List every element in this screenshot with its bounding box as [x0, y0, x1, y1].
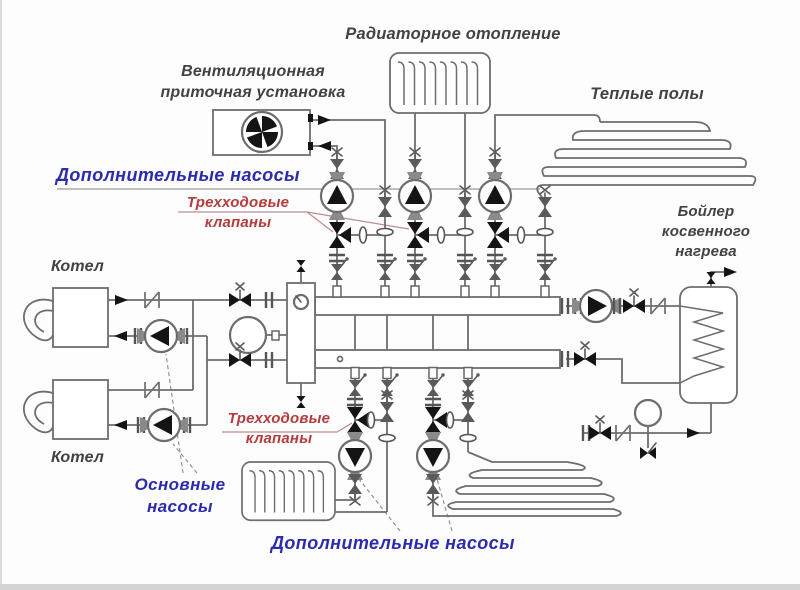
boiler-2-symbol: [22, 379, 109, 440]
label-indirect-boiler: Бойлер косвенного нагрева: [661, 203, 751, 260]
additional-pump-floor-icon: [477, 170, 513, 222]
expansion-tank-small-icon: [633, 398, 663, 428]
left-edge-band: [0, 0, 2, 584]
indirect-boiler-symbol: [679, 286, 738, 404]
three-way-valve-icon: [407, 222, 429, 248]
flow-arrow-icon: [115, 295, 128, 305]
cold-water-arrow-icon: [687, 428, 700, 438]
dhw-outlet-arrow-icon: [724, 267, 737, 277]
top-circuits-fittings: [318, 115, 558, 281]
three-way-valve-icon: [329, 222, 351, 248]
three-way-valve-icon: [347, 407, 369, 433]
expansion-tank-icon: [228, 315, 268, 355]
label-radiator-heating: Радиаторное отопление: [345, 25, 561, 43]
label-boiler-1: Котел: [51, 258, 105, 275]
label-three-way-valves-top: Трехходовые клапаны: [186, 194, 290, 231]
label-pointer-lines: [57, 188, 540, 532]
label-ventilation-unit: Вентиляционная приточная установка: [160, 63, 346, 102]
ventilation-unit-symbol: [212, 109, 313, 156]
shutoff-valve-icon: [588, 415, 612, 441]
label-warm-floors: Теплые полы: [590, 85, 704, 103]
dhw-coil-icon: [679, 305, 726, 384]
flow-arrow-icon: [114, 331, 127, 341]
shutoff-valve-icon: [622, 288, 646, 314]
dhw-pump-icon: [570, 288, 622, 324]
additional-pump-floor2-icon: [415, 430, 451, 482]
additional-pump-radiator-icon: [397, 170, 433, 222]
additional-pump-radiator2-icon: [337, 430, 373, 482]
shutoff-valve-icon: [573, 341, 597, 367]
label-main-pumps: Основные насосы: [134, 475, 226, 517]
additional-pump-vent-icon: [319, 170, 355, 222]
main-pump-2-icon: [138, 407, 190, 443]
label-additional-pumps-bottom: Дополнительные насосы: [271, 533, 515, 553]
floor-loop-top-symbol: [536, 121, 757, 202]
label-boiler-2: Котел: [51, 449, 105, 466]
manifold-symbol: [271, 260, 561, 408]
bottom-edge-band: [0, 584, 800, 590]
bottom-circuits-fittings: [337, 372, 481, 506]
radiator-bottom-symbol: [241, 461, 336, 522]
shutoff-valve-icon: [228, 282, 252, 308]
three-way-valve-icon: [425, 407, 447, 433]
three-way-valve-icon: [487, 222, 509, 248]
label-additional-pumps-top: Дополнительные насосы: [56, 165, 300, 185]
main-pump-1-icon: [135, 318, 187, 354]
boiler-1-symbol: [22, 287, 109, 348]
flow-arrow-icon: [114, 420, 127, 430]
radiator-top-symbol: [389, 52, 491, 114]
fan-icon: [240, 110, 284, 154]
floor-loop-bottom-symbol: [447, 451, 622, 517]
label-three-way-valves-bottom: Трехходовые клапаны: [227, 410, 331, 447]
